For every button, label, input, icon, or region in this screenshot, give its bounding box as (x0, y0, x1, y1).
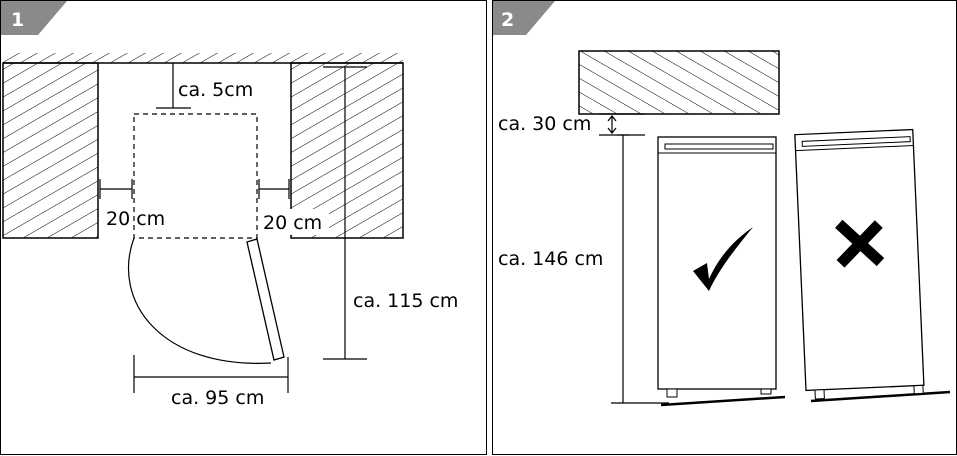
side-gap-left-label: 20 cm (106, 208, 165, 230)
floor-right (810, 390, 951, 403)
open-door (246, 238, 285, 361)
panel-1-top-view: 1 ca. 5cm 20 cm 20 cm ca. 115 c (0, 0, 487, 455)
depth-label: ca. 115 cm (353, 290, 458, 312)
overhead-cabinet (578, 50, 780, 115)
height-label: ca. 146 cm (498, 248, 603, 270)
panel-number: 1 (11, 9, 24, 31)
fridge-correct (657, 136, 777, 398)
right-cabinet (290, 62, 404, 239)
back-gap-label: ca. 5cm (178, 79, 253, 101)
panel-1-drawing: 1 ca. 5cm 20 cm 20 cm ca. 115 c (1, 1, 458, 409)
panel-number-badge (493, 1, 555, 35)
panel-number-badge (1, 1, 67, 35)
cross-mark-icon (835, 219, 885, 268)
width-label: ca. 95 cm (171, 387, 264, 409)
panel-2-side-view: 2 ca. 30 cm ca. 146 cm (492, 0, 957, 455)
panel-number: 2 (501, 9, 514, 31)
side-gap-right-label: 20 cm (263, 212, 322, 234)
check-mark-icon (693, 227, 753, 291)
appliance-footprint (133, 113, 258, 239)
back-wall (3, 53, 403, 63)
left-cabinet (2, 62, 99, 239)
door-swing-arc (127, 237, 272, 364)
panel-2-drawing: 2 ca. 30 cm ca. 146 cm (493, 1, 951, 407)
floor-left (660, 395, 786, 407)
top-gap-label: ca. 30 cm (498, 113, 591, 135)
fridge-wrong (794, 128, 925, 400)
